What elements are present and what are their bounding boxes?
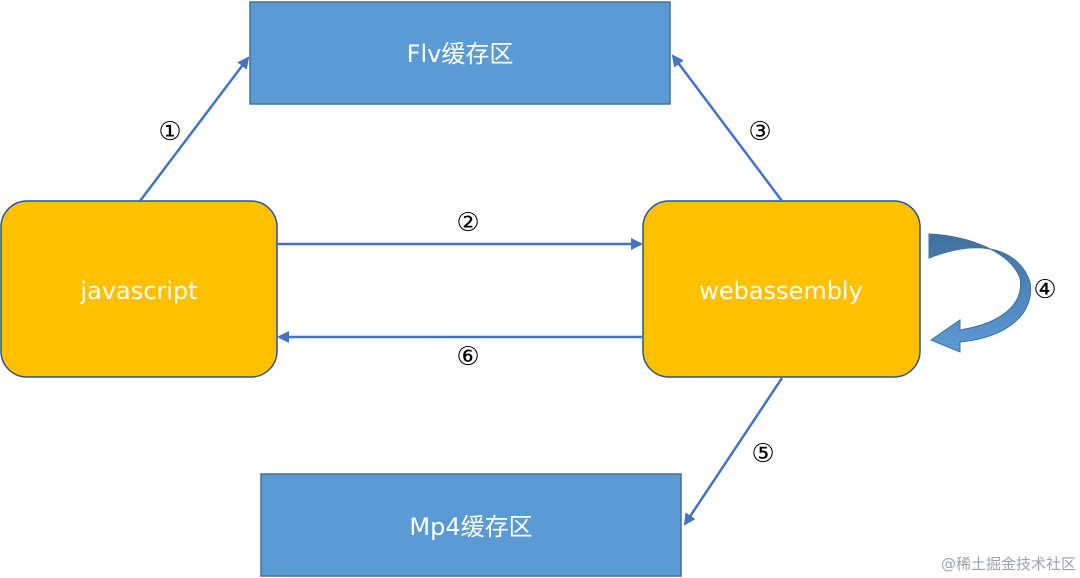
- arrow-step5: [683, 377, 784, 526]
- webassembly-label: webassembly: [699, 277, 863, 305]
- webassembly-node: webassembly: [642, 200, 921, 378]
- step4-label: ④: [1033, 275, 1056, 305]
- mp4-buffer-node: Mp4缓存区: [260, 473, 682, 577]
- arrow-step1: [139, 56, 250, 202]
- watermark-text: @稀土掘金技术社区: [941, 555, 1076, 573]
- flv-buffer-label: Flv缓存区: [407, 40, 514, 68]
- step3-label: ③: [748, 117, 771, 147]
- flv-buffer-node: Flv缓存区: [249, 1, 671, 105]
- step6-label: ⑥: [456, 342, 479, 372]
- javascript-node: javascript: [0, 200, 278, 378]
- javascript-label: javascript: [79, 277, 197, 305]
- step2-label: ②: [456, 208, 479, 238]
- step1-label: ①: [158, 117, 181, 147]
- loop-arrow-step4: [928, 233, 1032, 353]
- step5-label: ⑤: [751, 439, 774, 469]
- mp4-buffer-label: Mp4缓存区: [409, 513, 532, 541]
- arrow-step3: [671, 54, 783, 202]
